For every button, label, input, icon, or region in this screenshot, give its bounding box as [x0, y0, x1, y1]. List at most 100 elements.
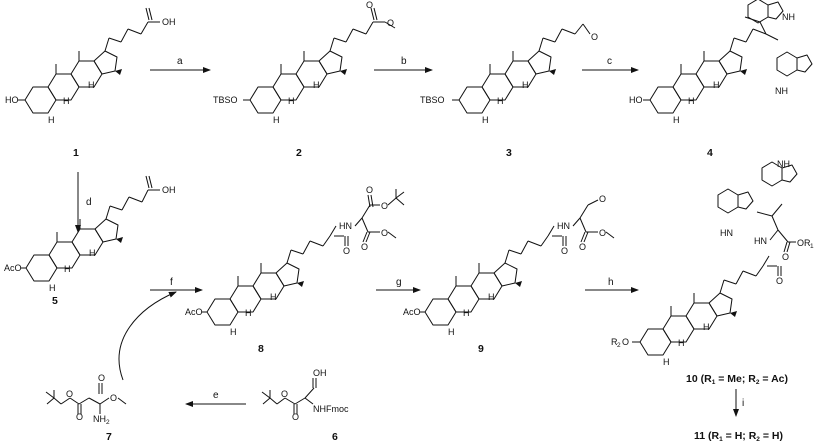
ester-o-label: O — [281, 389, 288, 399]
carbonyl-o-label: O — [292, 412, 299, 422]
stereo-h-label: H — [663, 357, 670, 367]
arrow-i: i — [733, 389, 744, 417]
compound-2: O O TBSO H H H 2 — [213, 0, 396, 159]
amide-hn-label: HN — [754, 236, 767, 246]
compound-number: 9 — [478, 343, 484, 355]
carbonyl-o-label: O — [782, 252, 789, 262]
amine-subscript: 2 — [106, 419, 110, 426]
arrow-a: a — [150, 56, 211, 73]
arrow-e: e — [185, 390, 246, 407]
compound-number: 3 — [506, 147, 512, 159]
acid-oh-label: OH — [162, 17, 176, 27]
stereo-h-label: H — [313, 80, 320, 90]
ester-o-label: O — [387, 18, 394, 28]
compound-number: 1 — [73, 147, 79, 159]
compound-number: 5 — [52, 295, 58, 307]
hydroxy-label: HO — [629, 95, 643, 105]
amide-hn-label: HN — [339, 221, 352, 231]
stereo-h-label: H — [270, 292, 277, 302]
compound-number: 6 — [332, 431, 338, 443]
acetoxy-label: AcO — [185, 307, 203, 317]
nhfmoc-label: NHFmoc — [313, 404, 349, 414]
arrow-d: d — [75, 172, 92, 233]
acid-oh-label: OH — [162, 185, 176, 195]
r2-subscript: 2 — [617, 342, 621, 349]
stereo-h-label: H — [488, 292, 495, 302]
compound-5: OH AcO H H H 5 — [4, 175, 176, 307]
carbonyl-o-label: O — [98, 373, 105, 383]
stereo-h-label: H — [713, 80, 720, 90]
arrow-f: f — [118, 277, 203, 381]
aldehyde-o-label: O — [591, 32, 598, 42]
arrow-h: h — [585, 277, 639, 293]
stereo-h-label: H — [688, 96, 695, 106]
compound-number: 7 — [106, 431, 112, 443]
indole-nh-label: NH — [777, 159, 790, 169]
reagent-label-i: i — [742, 398, 744, 409]
amide-hn-label: HN — [557, 221, 570, 231]
hydroxy-label: HO — [5, 95, 19, 105]
carbonyl-o-label: O — [361, 242, 368, 252]
stereo-h-label: H — [497, 96, 504, 106]
carbonyl-o-label: O — [579, 242, 586, 252]
acetoxy-label: AcO — [4, 263, 22, 273]
stereo-h-label: H — [522, 80, 529, 90]
compound-6: O O NHFmoc OH 6 — [261, 368, 349, 443]
carbonyl-o-label: O — [366, 185, 373, 195]
amide-o-label: O — [776, 276, 783, 286]
compound-number: 4 — [707, 147, 713, 159]
arrow-c: c — [582, 56, 639, 73]
amide-o-label: O — [561, 246, 568, 256]
indole-nh-label: NH — [782, 12, 795, 22]
amide-o-label: O — [343, 246, 350, 256]
compound-11: 11 (R1 = H; R2 = H) — [694, 430, 783, 443]
compound-9: O HN O O O AcO H H H 9 — [403, 194, 615, 355]
or1-label: OR — [797, 238, 811, 248]
stereo-h-label: H — [463, 308, 470, 318]
stereo-h-label: H — [49, 283, 56, 293]
compound-number: 2 — [296, 147, 302, 159]
stereo-h-label: H — [482, 115, 489, 125]
arrow-b: b — [374, 56, 433, 73]
reagent-label-a: a — [177, 56, 183, 67]
acetoxy-label: AcO — [403, 307, 421, 317]
stereo-h-label: H — [288, 96, 295, 106]
stereo-h-label: H — [48, 115, 55, 125]
reagent-label-d: d — [86, 197, 92, 208]
ester-o-label: O — [381, 228, 388, 238]
carbonyl-o-label: O — [366, 0, 373, 10]
carbonyl-o-label: O — [76, 412, 83, 422]
stereo-h-label: H — [245, 308, 252, 318]
tbso-label: TBSO — [420, 95, 445, 105]
ester-o-label: O — [599, 228, 606, 238]
tbso-label: TBSO — [213, 95, 238, 105]
stereo-h-label: H — [448, 327, 455, 337]
indole-hn-label: HN — [720, 228, 733, 238]
stereo-h-label: H — [64, 264, 71, 274]
stereo-h-label: H — [88, 80, 95, 90]
stereo-h-label: H — [678, 338, 685, 348]
arrow-g: g — [376, 277, 421, 293]
r2-o-label: O — [622, 337, 629, 347]
reagent-label-c: c — [607, 56, 612, 67]
reagent-label-h: h — [608, 277, 614, 288]
amine-label: NH — [93, 414, 106, 424]
ester-o-label: O — [381, 201, 388, 211]
indole-nh-label: NH — [775, 86, 788, 96]
compound-3: O TBSO H H H 3 — [420, 23, 598, 159]
stereo-h-label: H — [63, 96, 70, 106]
aldehyde-o-label: O — [599, 194, 606, 204]
compound-10-caption: 10 (R1 = Me; R2 = Ac) — [686, 373, 788, 386]
stereo-h-label: H — [273, 115, 280, 125]
compound-number: 8 — [258, 343, 264, 355]
ester-o-label: O — [66, 389, 73, 399]
r2-label: R — [611, 337, 618, 347]
acid-oh-label: OH — [313, 368, 327, 378]
compound-10: O HN NH HN O OR 1 R 2 O H H H 10 (R1 = M… — [611, 159, 814, 386]
stereo-h-label: H — [89, 248, 96, 258]
stereo-h-label: H — [673, 115, 680, 125]
reagent-label-f: f — [170, 277, 173, 288]
reagent-label-g: g — [396, 277, 402, 288]
reagent-label-b: b — [401, 56, 407, 67]
compound-4: NH NH HO H H H 4 — [629, 0, 813, 159]
